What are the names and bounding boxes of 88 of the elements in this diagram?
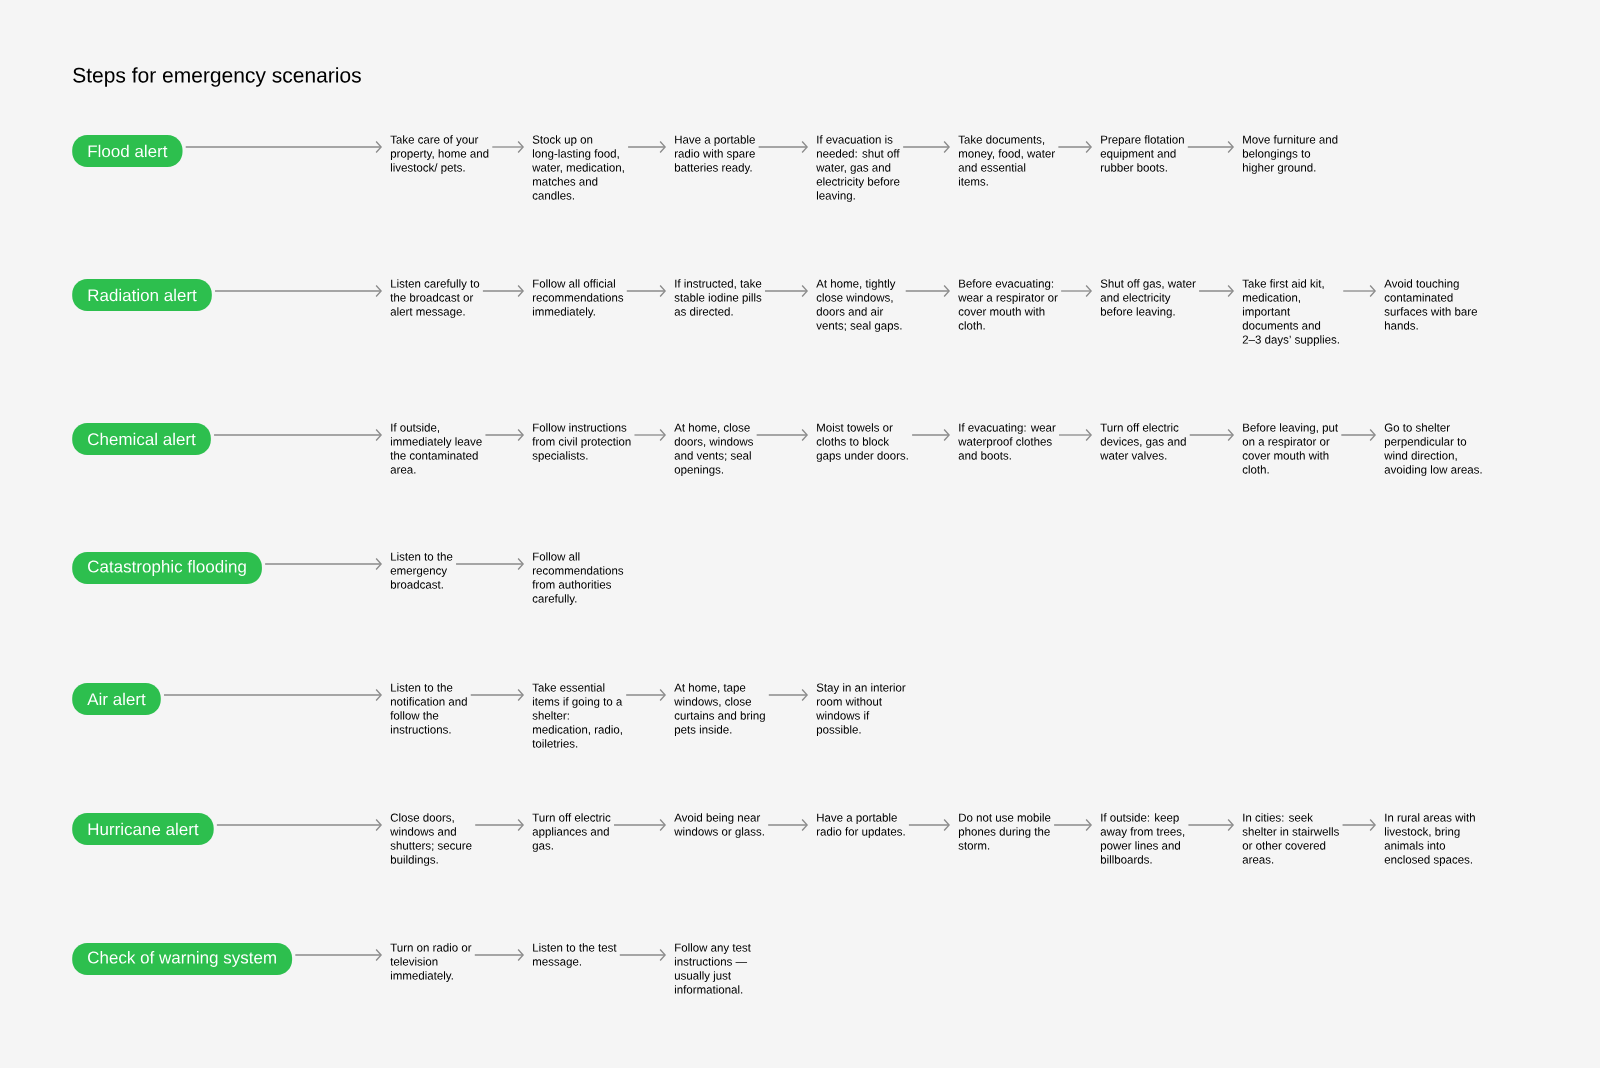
- arrow: [163, 688, 382, 702]
- step-text: Listen to the test message.: [533, 943, 617, 968]
- step-text: Follow instructions from civil protection specialists.: [532, 423, 631, 462]
- step-text: Follow all official recommendations immediately.: [533, 279, 624, 318]
- step-text: If instructed, take stable iodine pills as directed.: [674, 279, 762, 316]
- arrow: [185, 140, 382, 154]
- arrow: [216, 818, 382, 832]
- arrow: [908, 818, 950, 832]
- arrow: [768, 688, 808, 702]
- arrow: [757, 140, 808, 154]
- arrow: [484, 428, 524, 442]
- arrow: [1341, 818, 1376, 832]
- step-text: Move furniture and belongings to higher ground.: [1242, 135, 1338, 174]
- arrow: [264, 557, 382, 571]
- arrow: [627, 140, 666, 154]
- arrow: [905, 284, 950, 298]
- step-text: Turn off electric devices, gas and water valves.: [1100, 423, 1186, 460]
- arrow: [1053, 818, 1092, 832]
- arrow: [764, 284, 808, 298]
- arrow: [1342, 284, 1376, 298]
- step-text: Listen to the notification and follow the instructions.: [390, 683, 467, 734]
- step-text: Take first aid kit, medication, important documents and 2–3 days’ supplies.: [1242, 279, 1339, 346]
- arrow: [767, 818, 808, 832]
- step-text: Have a portable radio for updates.: [817, 813, 905, 838]
- step-text: Avoid being near windows or glass.: [674, 813, 764, 838]
- step-text: Turn on radio or television immediately.: [390, 943, 472, 982]
- step-text: In rural areas with livestock, bring animals into enclosed spaces.: [1384, 813, 1475, 866]
- arrow: [491, 140, 524, 154]
- step-text: Moist towels or cloths to block gaps under doors.: [816, 423, 908, 462]
- step-text: Take care of your property, home and livestock/ pets.: [390, 135, 489, 174]
- arrow: [474, 948, 524, 962]
- step-text: Follow any test instructions — usually just informational.: [674, 943, 751, 994]
- arrow: [1187, 818, 1234, 832]
- alert-pill: Check of warning system: [72, 943, 293, 975]
- arrow: [1060, 284, 1092, 298]
- step-text: Take documents, money, food, water and essential items.: [958, 135, 1055, 186]
- step-text: Stay in an interior room without windows if possible.: [816, 683, 906, 736]
- arrow: [1057, 140, 1092, 154]
- step-text: Have a portable radio with spare batteries ready.: [674, 135, 755, 174]
- alert-pill: Catastrophic flooding: [72, 552, 262, 584]
- arrow: [455, 557, 524, 571]
- alert-pill: Flood alert: [72, 135, 183, 167]
- arrow: [1187, 140, 1234, 154]
- alert-pill: Radiation alert: [72, 279, 212, 311]
- step-text: Turn off electric appliances and gas.: [532, 813, 611, 852]
- arrow: [911, 428, 950, 442]
- arrow: [213, 428, 382, 442]
- arrow: [470, 688, 524, 702]
- step-text: Before leaving, put on a respirator or cover mouth with cloth.: [1242, 423, 1338, 474]
- step-text: If outside, immediately leave the contaminated area.: [390, 423, 482, 474]
- arrow: [1340, 428, 1376, 442]
- arrow: [1058, 428, 1092, 442]
- step-text: Shut off gas, water and electricity before leaving.: [1100, 279, 1196, 318]
- alert-pill: Air alert: [72, 683, 161, 715]
- step-text: In cities: seek shelter in stairwells or other covered areas.: [1242, 813, 1339, 864]
- step-text: Follow all recommendations from authorities carefully.: [532, 552, 624, 605]
- step-text: Listen carefully to the broadcast or alert message.: [390, 279, 480, 318]
- alert-pill: Hurricane alert: [72, 813, 214, 845]
- step-text: Go to shelter perpendicular to wind direction, avoiding low areas.: [1384, 423, 1482, 476]
- step-text: At home, tape windows, close curtains and bring pets inside.: [674, 683, 765, 736]
- arrow: [625, 688, 666, 702]
- step-text: Take essential items if going to a shelter: medication, radio, toiletries.: [532, 683, 623, 748]
- arrow: [1198, 284, 1234, 298]
- title: Steps for emergency scenarios: [73, 67, 361, 87]
- step-text: Avoid touching contaminated surfaces with bare hands.: [1384, 279, 1477, 330]
- step-text: If outside: keep away from trees, power lines and billboards.: [1100, 813, 1185, 864]
- arrow: [474, 818, 524, 832]
- arrow: [294, 948, 382, 962]
- step-text: At home, tightly close windows, doors and air vents; seal gaps.: [816, 279, 902, 332]
- step-text: At home, close doors, windows and vents; seal openings.: [674, 423, 754, 476]
- step-text: Do not use mobile phones during the storm.: [958, 813, 1051, 850]
- alert-pill: Chemical alert: [72, 423, 211, 455]
- step-text: Before evacuating: wear a respirator or cover mouth with cloth.: [958, 279, 1058, 330]
- step-text: Listen to the emergency broadcast.: [390, 552, 453, 589]
- arrow: [633, 428, 666, 442]
- arrow: [902, 140, 950, 154]
- arrow: [482, 284, 524, 298]
- arrow: [214, 284, 382, 298]
- step-text: If evacuation is needed: shut off water, gas and electricity before leaving.: [816, 135, 900, 202]
- step-text: Stock up on long-lasting food, water, medication, matches and candles.: [532, 135, 624, 200]
- arrow: [626, 284, 666, 298]
- arrow: [1189, 428, 1234, 442]
- step-text: Prepare flotation equipment and rubber boots.: [1100, 135, 1184, 172]
- arrow: [613, 818, 666, 832]
- step-text: If evacuating: wear waterproof clothes and boots.: [958, 423, 1056, 460]
- arrow: [619, 948, 666, 962]
- arrow: [756, 428, 808, 442]
- step-text: Close doors, windows and shutters; secure buildings.: [390, 813, 472, 866]
